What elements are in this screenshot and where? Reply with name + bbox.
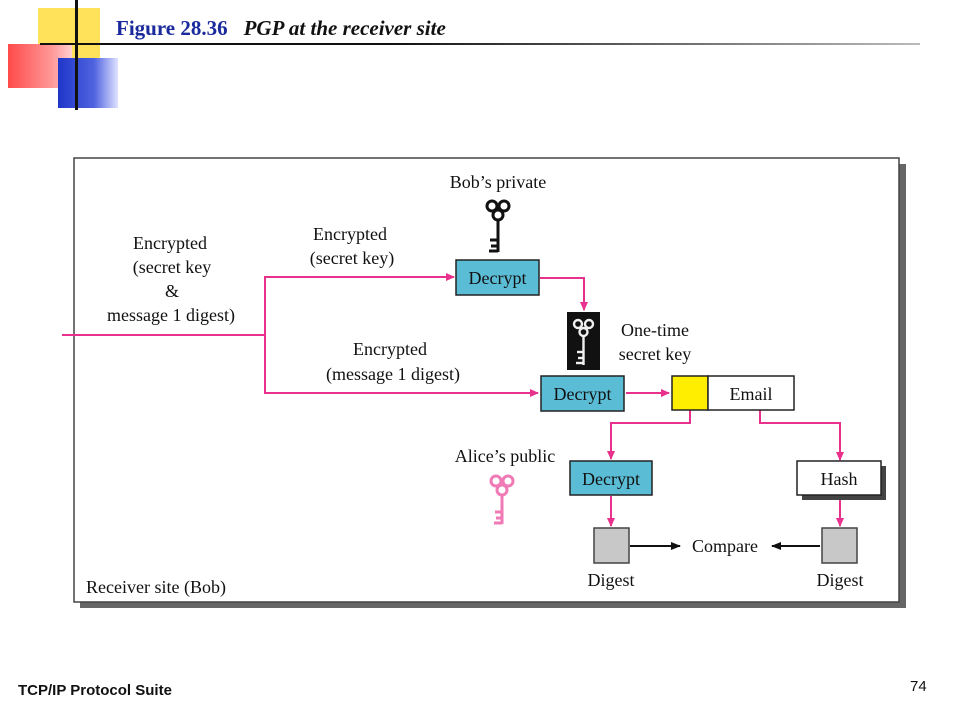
left-digest-label: Digest bbox=[588, 570, 635, 590]
decrypt-box-lower-label: Decrypt bbox=[554, 384, 612, 404]
figure-caption: PGP at the receiver site bbox=[243, 16, 446, 40]
decrypt-box-upper-label: Decrypt bbox=[469, 268, 527, 288]
email-label: Email bbox=[730, 384, 773, 404]
lower-branch-arrow bbox=[264, 335, 539, 397]
upper-branch-label-line1: Encrypted bbox=[313, 224, 387, 244]
right-digest-box bbox=[821, 527, 858, 564]
to-hash-arrow bbox=[759, 410, 844, 461]
upper-branch-arrow bbox=[264, 273, 455, 335]
decrypt-box-alice: Decrypt bbox=[569, 460, 653, 496]
to-alice-decrypt-arrow bbox=[607, 410, 691, 460]
upper-branch-label-line2: (secret key) bbox=[310, 248, 394, 269]
decor-vertical-line bbox=[75, 0, 78, 110]
decor-blue-square bbox=[58, 58, 118, 108]
onetime-key-label-line1: One-time bbox=[621, 320, 689, 340]
hash-box: Hash bbox=[796, 460, 886, 500]
onetime-key-label-line2: secret key bbox=[619, 344, 691, 364]
page-number: 74 bbox=[910, 678, 927, 695]
input-label-line4: message 1 digest) bbox=[107, 305, 235, 326]
slide-title: Figure 28.36 PGP at the receiver site bbox=[116, 16, 446, 41]
message-box: Email bbox=[671, 375, 795, 411]
lower-branch-label-line2: (message 1 digest) bbox=[326, 364, 460, 385]
lower-branch-label-line1: Encrypted bbox=[353, 339, 427, 359]
decrypt-box-lower: Decrypt bbox=[540, 375, 625, 412]
message-digest-part bbox=[671, 375, 709, 411]
frame-label: Receiver site (Bob) bbox=[86, 577, 226, 598]
right-digest-label: Digest bbox=[817, 570, 864, 590]
email-part bbox=[707, 375, 795, 411]
to-onetime-key-arrow bbox=[540, 277, 588, 311]
decor-horizontal-line bbox=[40, 43, 920, 45]
input-label-line1: Encrypted bbox=[133, 233, 207, 253]
left-digest-box bbox=[593, 527, 630, 564]
decrypt-box-alice-label: Decrypt bbox=[582, 469, 640, 489]
input-label-line2: (secret key bbox=[133, 257, 211, 278]
pink-connectors bbox=[62, 273, 844, 527]
bob-private-key-icon bbox=[485, 199, 511, 253]
figure-number: Figure 28.36 bbox=[116, 16, 228, 40]
alice-public-key-icon bbox=[489, 474, 515, 525]
decrypt-box-upper: Decrypt bbox=[455, 259, 540, 296]
hash-label: Hash bbox=[821, 469, 858, 489]
bob-key-label: Bob’s private bbox=[450, 172, 547, 192]
one-time-secret-key-icon bbox=[567, 312, 600, 370]
footer-suite-name: TCP/IP Protocol Suite bbox=[18, 682, 172, 699]
compare-label: Compare bbox=[692, 536, 758, 556]
alice-key-label: Alice’s public bbox=[455, 446, 555, 466]
input-label-line3: & bbox=[165, 281, 179, 301]
